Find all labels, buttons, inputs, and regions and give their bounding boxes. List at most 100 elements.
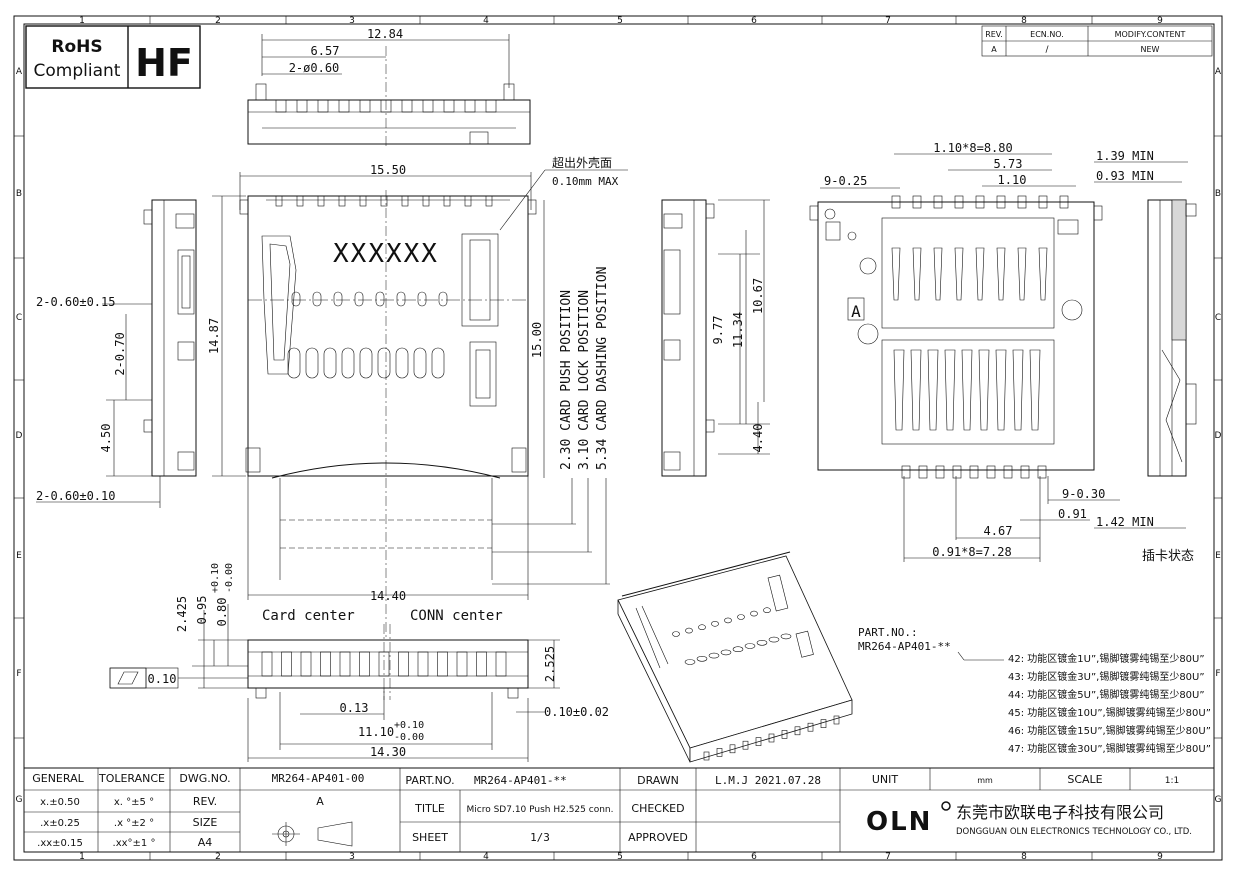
part-option-2: 44: 功能区镀金5U”,锡脚镀雾纯锡至少80U” bbox=[1008, 688, 1205, 701]
iso-pin-2 bbox=[729, 744, 736, 754]
dim-1-42-min: 1.42 MIN bbox=[1096, 515, 1154, 529]
sheet-label: SHEET bbox=[412, 831, 448, 844]
part-options-label: PART.NO.: bbox=[858, 626, 918, 639]
tol-angular-2: .xx°±1 ° bbox=[113, 838, 156, 849]
iso-hole-top-2 bbox=[698, 624, 706, 631]
zone-col-4-top: 4 bbox=[483, 16, 489, 26]
section-tooth-1 bbox=[281, 651, 292, 677]
front-contact-hole-6 bbox=[417, 291, 427, 307]
top-view-pin-9 bbox=[464, 99, 476, 113]
title-label: TITLE bbox=[414, 802, 445, 815]
dim-6-57: 6.57 bbox=[311, 44, 340, 58]
dim-14-87: 14.87 bbox=[207, 318, 221, 354]
checked-label: CHECKED bbox=[631, 802, 684, 815]
top-view-pin-1 bbox=[296, 99, 308, 113]
front-top-lug-2 bbox=[317, 195, 325, 207]
bottom-finger-lower-5 bbox=[978, 349, 990, 431]
zone-col-2-bottom: 2 bbox=[215, 852, 221, 862]
title-value: Micro SD7.10 Push H2.525 conn. bbox=[467, 805, 614, 815]
bottom-finger-lower-8 bbox=[1029, 349, 1041, 431]
tol-linear-2: .xx±0.15 bbox=[37, 838, 83, 849]
dim-0-91x8: 0.91*8=7.28 bbox=[932, 545, 1011, 559]
company-name-cn: 东莞市欧联电子科技有限公司 bbox=[956, 803, 1164, 822]
dim-14-30: 14.30 bbox=[370, 745, 406, 759]
dim-12-84: 12.84 bbox=[367, 27, 403, 41]
top-view-pin-4 bbox=[359, 99, 371, 113]
projection-symbol bbox=[272, 821, 353, 847]
top-view-pin-3 bbox=[338, 99, 350, 113]
iso-hole-bottom-7 bbox=[768, 636, 780, 643]
dim-0-95: 0.95 bbox=[195, 596, 209, 625]
bottom-bottom-pad-7 bbox=[1020, 465, 1030, 479]
section-tooth-4 bbox=[339, 651, 351, 677]
dim-9-77: 9.77 bbox=[711, 316, 725, 345]
dim-0-10-tol-0-02: 0.10±0.02 bbox=[544, 705, 609, 719]
tol-linear-1: .x±0.25 bbox=[40, 818, 80, 829]
bottom-finger-lower-2 bbox=[927, 349, 939, 431]
front-contact-slot-4 bbox=[359, 347, 373, 379]
dim-2-425: 2.425 bbox=[175, 596, 189, 632]
card-center-label: Card center bbox=[262, 608, 355, 624]
front-contact-hole-3 bbox=[354, 291, 364, 307]
dim-9-0-25: 9-0.25 bbox=[824, 174, 867, 188]
top-view-pin-2 bbox=[317, 99, 329, 113]
drawn-value: L.M.J 2021.07.28 bbox=[715, 774, 821, 787]
bottom-finger-lower-0 bbox=[893, 349, 905, 431]
note-0-10mm-max: 0.10mm MAX bbox=[552, 175, 619, 188]
bottom-bottom-pad-3 bbox=[952, 465, 962, 479]
iso-pin-8 bbox=[807, 722, 814, 732]
iso-hole-bottom-2 bbox=[708, 652, 720, 659]
bottom-view-letter: A bbox=[851, 302, 861, 321]
front-top-lug-4 bbox=[359, 195, 367, 207]
left-side-view: 2-0.60±0.15 2-0.70 4.50 2-0.60±0.10 bbox=[36, 199, 197, 508]
front-contact-slot-3 bbox=[341, 347, 355, 379]
dim-2-525: 2.525 bbox=[543, 646, 557, 682]
zone-col-5-bottom: 5 bbox=[617, 852, 623, 862]
front-top-lug-5 bbox=[380, 195, 388, 207]
note-exceeds-shell-cn: 超出外壳面 bbox=[552, 155, 612, 170]
zone-col-6-top: 6 bbox=[751, 16, 757, 26]
bottom-finger-upper-4 bbox=[975, 247, 985, 301]
front-top-lug-10 bbox=[485, 195, 493, 207]
section-tooth-12 bbox=[495, 651, 507, 677]
zone-col-2-top: 2 bbox=[215, 16, 221, 26]
iso-pin-1 bbox=[716, 748, 723, 757]
tol-plus-0-10-b: +0.10 bbox=[394, 720, 424, 731]
card-inserted-view: 1.39 MIN 0.93 MIN 1.42 MIN 插卡状态 bbox=[1094, 149, 1197, 564]
oln-logo: OLN bbox=[866, 807, 932, 837]
tol-plus-0-10: +0.10 bbox=[210, 563, 221, 593]
dim-2-0-60-tol-0-15: 2-0.60±0.15 bbox=[36, 295, 115, 309]
zone-col-4-bottom: 4 bbox=[483, 852, 489, 862]
rev-header: REV. bbox=[985, 30, 1003, 39]
bottom-finger-lower-4 bbox=[961, 349, 973, 431]
zone-col-1-bottom: 1 bbox=[79, 852, 85, 862]
ecn-value: / bbox=[1045, 45, 1049, 55]
tolerance-label: TOLERANCE bbox=[98, 772, 165, 785]
iso-hole-top-1 bbox=[685, 627, 693, 634]
front-contact-slot-0 bbox=[287, 347, 301, 379]
zone-col-9-top: 9 bbox=[1157, 16, 1163, 26]
front-contact-hole-1 bbox=[312, 291, 322, 307]
iso-hole-top-4 bbox=[724, 617, 732, 624]
zone-row-E-right: E bbox=[1215, 551, 1221, 561]
zone-row-C-right: C bbox=[1215, 313, 1221, 323]
dim-2-phi-0-60: 2-ø0.60 bbox=[289, 61, 340, 75]
scale-label: SCALE bbox=[1067, 773, 1102, 786]
zone-col-7-bottom: 7 bbox=[885, 852, 891, 862]
part-option-3: 45: 功能区镀金10U”,锡脚镀雾纯锡至少80U” bbox=[1008, 706, 1211, 719]
part-option-0: 42: 功能区镀金1U”,锡脚镀雾纯锡至少80U” bbox=[1008, 652, 1205, 665]
size-label: SIZE bbox=[193, 816, 218, 829]
title-block: GENERAL TOLERANCE x.±0.50 x. °±5 ° .x±0.… bbox=[23, 767, 1215, 853]
front-contact-hole-4 bbox=[375, 291, 385, 307]
dim-15-00: 15.00 bbox=[530, 322, 544, 358]
compliant-label: Compliant bbox=[34, 61, 121, 81]
dim-15-50: 15.50 bbox=[370, 163, 406, 177]
bottom-view: 1.10*8=8.80 5.73 1.10 9-0.25 A 9-0.30 0.… bbox=[809, 141, 1120, 562]
part-no-label: PART.NO. bbox=[405, 774, 454, 787]
part-option-4: 46: 功能区镀金15U”,锡脚镀雾纯锡至少80U” bbox=[1008, 724, 1211, 737]
bottom-bottom-pad-6 bbox=[1003, 465, 1013, 479]
front-contact-hole-2 bbox=[333, 291, 343, 307]
zone-row-G-right: G bbox=[1215, 795, 1222, 805]
size-value: A4 bbox=[198, 836, 213, 849]
